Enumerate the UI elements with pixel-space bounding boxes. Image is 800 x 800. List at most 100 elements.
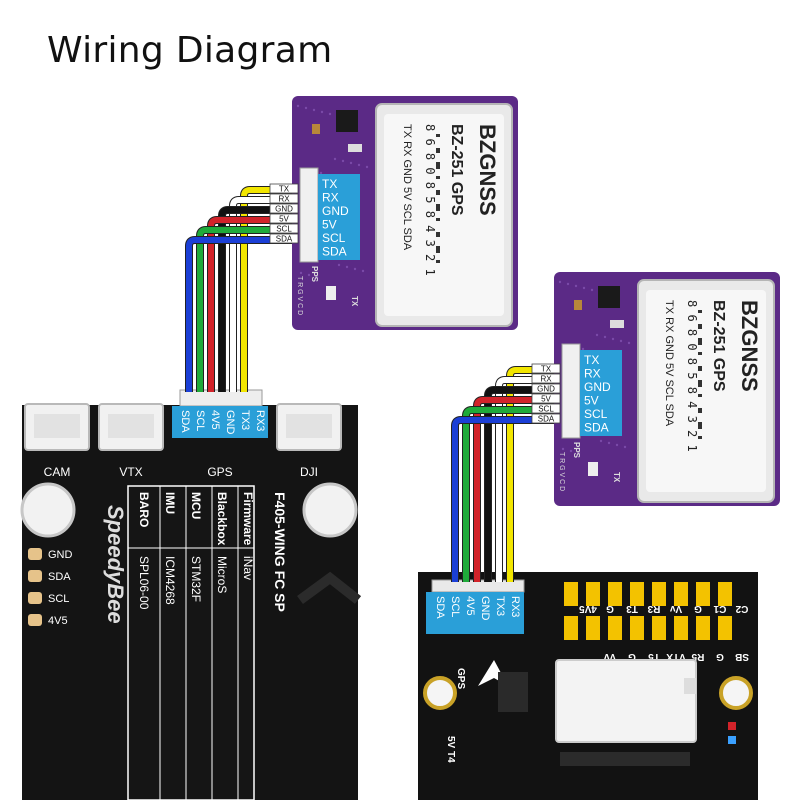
gps-model: BZ-251 GPS	[448, 124, 465, 216]
wire-5v	[474, 397, 562, 582]
gps-pin-label: GND	[584, 380, 611, 394]
wire-tag-box	[531, 403, 561, 414]
barcode-bar	[698, 408, 702, 413]
spec-header: IMU	[163, 492, 177, 514]
barcode-bar	[436, 232, 440, 237]
pad-label: SCL	[48, 593, 69, 605]
gps-pin-label: TX	[322, 177, 337, 191]
wire-harness-right	[451, 366, 562, 582]
wire-tag-label: TX	[541, 365, 552, 374]
gps-port-pin-label: TX3	[494, 596, 506, 616]
silk-tx: TX	[350, 296, 359, 307]
pcb-via	[353, 267, 357, 271]
barcode-bar	[436, 162, 440, 169]
wire-tag-box	[269, 203, 299, 214]
mount-hole	[719, 676, 753, 710]
led-red	[728, 722, 736, 730]
wire-tag-label: SDA	[276, 235, 293, 244]
pad-label: Vv	[603, 651, 616, 662]
component	[588, 462, 598, 476]
pad-label: G	[716, 651, 724, 662]
solder-pad	[630, 582, 644, 606]
barcode-bar	[698, 366, 702, 371]
mount-hole	[302, 482, 358, 538]
gps-pin-label-box	[318, 174, 360, 260]
pcb-via	[611, 337, 615, 341]
solder-pad	[718, 582, 732, 606]
chevron-decoration	[297, 571, 362, 605]
gps-pin-label: SCL	[322, 231, 346, 245]
barcode-bar	[698, 352, 702, 355]
gps-connector	[299, 167, 319, 263]
gps-brand: BZGNSS	[475, 124, 500, 216]
pad-label: C1	[713, 603, 726, 614]
wire-tag-label: RX	[540, 375, 552, 384]
pcb-via	[566, 282, 570, 286]
pcb-via	[581, 347, 585, 351]
pad-label: T5	[648, 651, 660, 662]
wire-tag-box	[531, 393, 561, 404]
pcb-via	[574, 284, 578, 288]
socket	[555, 659, 697, 743]
gps-port-pin-label: SDA	[434, 596, 446, 619]
wire-tag-label: GND	[275, 205, 293, 214]
gps-pin-label: SDA	[584, 421, 609, 435]
barcode-bar	[436, 246, 440, 253]
pad-label: VTX	[666, 651, 686, 662]
pad	[28, 570, 42, 582]
solder-pad	[674, 582, 688, 606]
spec-value: MicroS	[215, 556, 229, 593]
pcb-via	[315, 275, 319, 279]
pad-label: 4V5	[48, 615, 68, 627]
chip	[336, 110, 358, 132]
barcode-bar	[698, 338, 702, 345]
solder-pad	[608, 582, 622, 606]
pad-label: R3	[647, 603, 660, 614]
spec-value: STM32F	[189, 556, 203, 602]
pad-label: R5	[691, 651, 704, 662]
pcb-via	[361, 269, 365, 273]
solder-pad	[652, 582, 666, 606]
wire-tag-box	[531, 363, 561, 374]
wire-sda	[186, 237, 300, 392]
wire-rx	[496, 377, 562, 582]
component	[326, 286, 336, 300]
wire-tag-box	[531, 383, 561, 394]
wire-tag-label: GND	[537, 385, 555, 394]
wire-scl	[463, 407, 562, 582]
silk-pps: PPS	[572, 442, 581, 459]
wire-tag-box	[269, 213, 299, 224]
pcb-via	[595, 333, 599, 337]
pad-label: G	[694, 603, 702, 614]
pcb-via	[569, 449, 573, 453]
pcb-via	[603, 335, 607, 339]
wire-tag-box	[531, 413, 561, 424]
pcb-via	[320, 110, 324, 114]
solder-pad	[630, 616, 644, 640]
pad-label: G	[628, 651, 636, 662]
gps-model: BZ-251 GPS	[710, 300, 727, 392]
pcb-via	[312, 108, 316, 112]
pcb-via	[357, 163, 361, 167]
wire-tag-label: SDA	[538, 415, 555, 424]
wire-tag-box	[269, 193, 299, 204]
port-socket	[108, 414, 154, 438]
spec-header: Blackbox	[215, 492, 229, 546]
wire-5v	[208, 217, 300, 392]
silk-tx: TX	[612, 472, 621, 483]
gps-pin-numbers: 8 6 8 0 8 5 8 4 3 2 1	[423, 124, 437, 276]
spec-header: Firmware	[241, 492, 255, 546]
wire-tag-label: 5V	[541, 395, 551, 404]
pcb-via	[623, 445, 627, 449]
gps-pin-label: GND	[322, 204, 349, 218]
solder-pad	[586, 616, 600, 640]
port-socket	[286, 414, 332, 438]
led-blue	[728, 736, 736, 744]
barcode-bar	[698, 436, 702, 439]
page-title: Wiring Diagram	[47, 30, 333, 71]
pcb-via	[307, 273, 311, 277]
wire-gnd	[485, 387, 562, 582]
